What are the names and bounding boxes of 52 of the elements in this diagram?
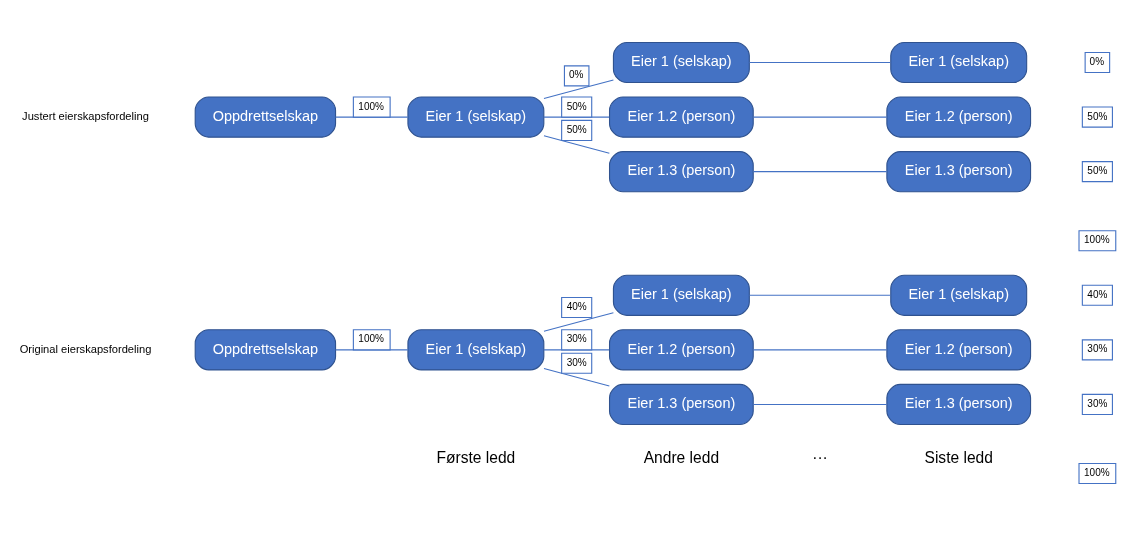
label: 30% [1087, 397, 1108, 409]
label: 50% [1087, 164, 1108, 176]
node-box: Eier 1.3 (person) [886, 150, 1032, 192]
label: 100% [1084, 466, 1110, 478]
connector [748, 294, 891, 296]
label: 0% [1089, 55, 1105, 67]
connector [752, 116, 888, 118]
connector [335, 348, 409, 350]
edge-label: 40% [566, 300, 587, 312]
connector [543, 348, 610, 350]
connector [543, 134, 610, 154]
node-box: Eier 1 (selskap) [890, 274, 1028, 316]
edge-label: 50% [566, 100, 587, 112]
node-box: Eier 1 (selskap) [612, 41, 750, 83]
connector [752, 348, 888, 350]
label: Andre ledd [643, 448, 720, 466]
label: 30% [1087, 342, 1108, 354]
node-box: Oppdrettselskap [194, 95, 337, 138]
edge-label: 50% [566, 123, 587, 135]
node-box: Eier 1.2 (person) [886, 95, 1032, 138]
connector [748, 61, 891, 63]
node-box: Eier 1 (selskap) [890, 41, 1028, 83]
node-box: Eier 1 (selskap) [407, 95, 545, 138]
node-box: Eier 1.2 (person) [609, 95, 754, 138]
label: 50% [1087, 110, 1108, 122]
connector [543, 78, 614, 99]
node-box: Eier 1.3 (person) [609, 383, 754, 425]
connector [752, 170, 888, 172]
node-box: Eier 1.3 (person) [609, 150, 754, 192]
node-box: Oppdrettselskap [194, 328, 337, 370]
label: Siste ledd [924, 448, 993, 466]
connector [752, 403, 888, 405]
node-box: Eier 1 (selskap) [612, 274, 750, 316]
edge-label: 30% [566, 356, 587, 368]
connector [543, 367, 610, 386]
edge-label: 100% [358, 332, 384, 344]
connector [543, 116, 610, 118]
label: Første ledd [436, 448, 516, 466]
node-box: Eier 1 (selskap) [407, 328, 545, 370]
edge-label: 100% [358, 100, 384, 112]
label: 40% [1087, 288, 1108, 300]
label: ··· [812, 448, 828, 466]
connector [335, 116, 409, 118]
label: Original eierskapsfordeling [19, 342, 152, 355]
node-box: Eier 1.2 (person) [609, 328, 754, 370]
connector [543, 311, 614, 332]
edge-label: 30% [566, 332, 587, 344]
node-box: Eier 1.3 (person) [886, 383, 1032, 425]
node-box: Eier 1.2 (person) [886, 328, 1032, 370]
edge-label: 0% [568, 68, 584, 80]
label: 100% [1084, 233, 1110, 245]
label: Justert eierskapsfordeling [22, 109, 149, 122]
